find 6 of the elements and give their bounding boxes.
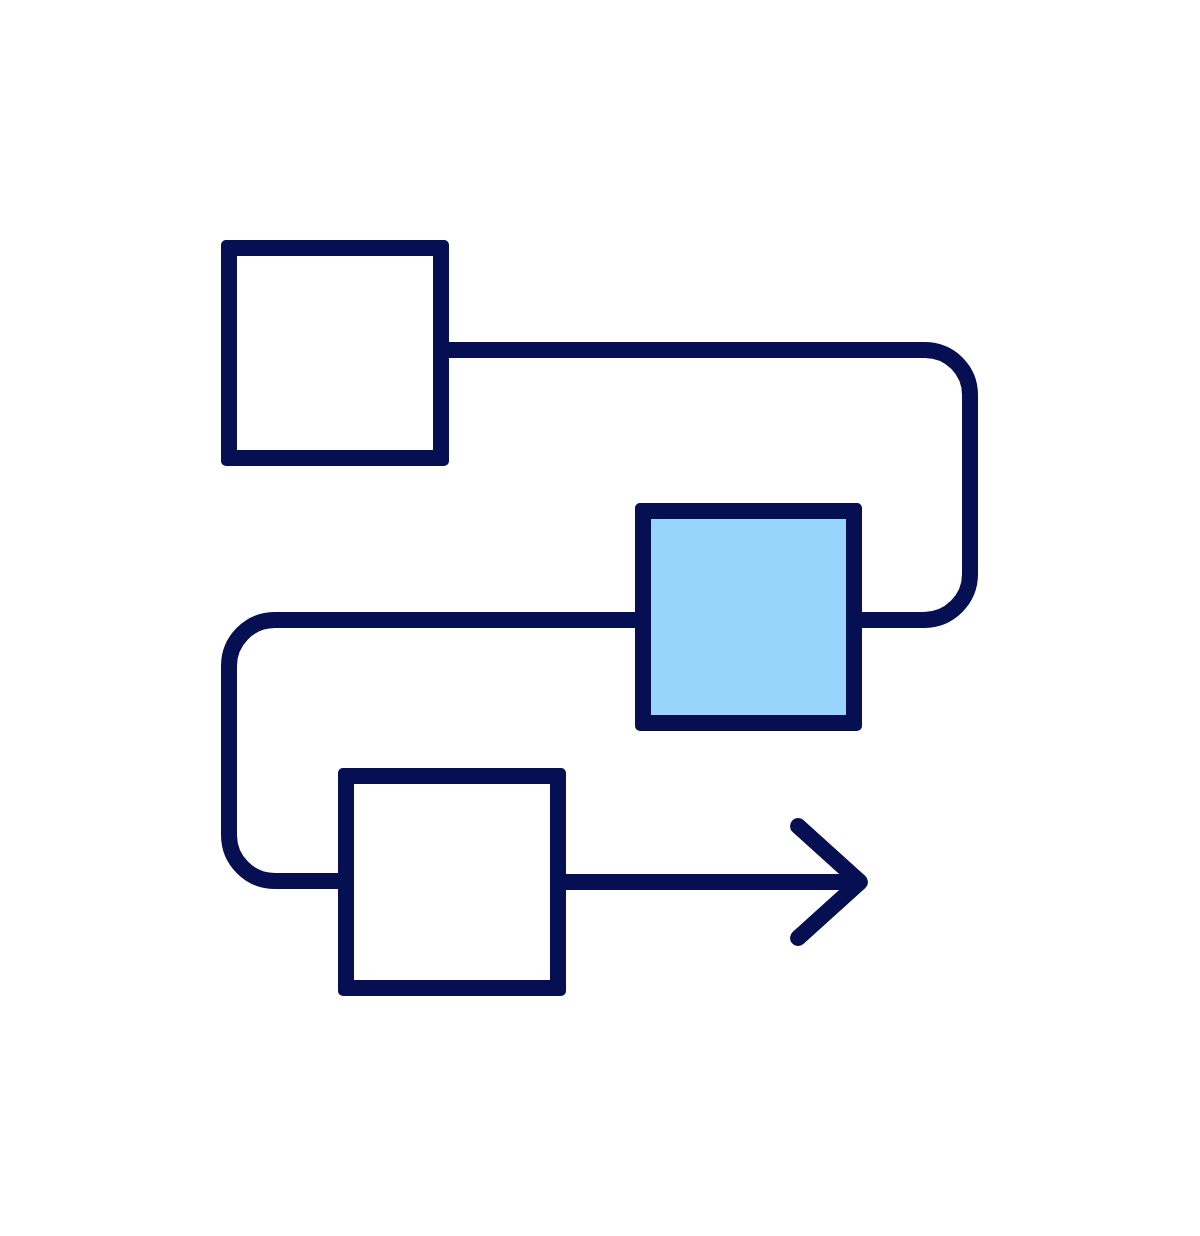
arrow [566,818,868,946]
highlighted-process-box [635,503,862,731]
process-box [338,768,566,996]
connector-line [449,342,978,628]
connector-line [221,612,635,889]
process-box [221,240,449,466]
